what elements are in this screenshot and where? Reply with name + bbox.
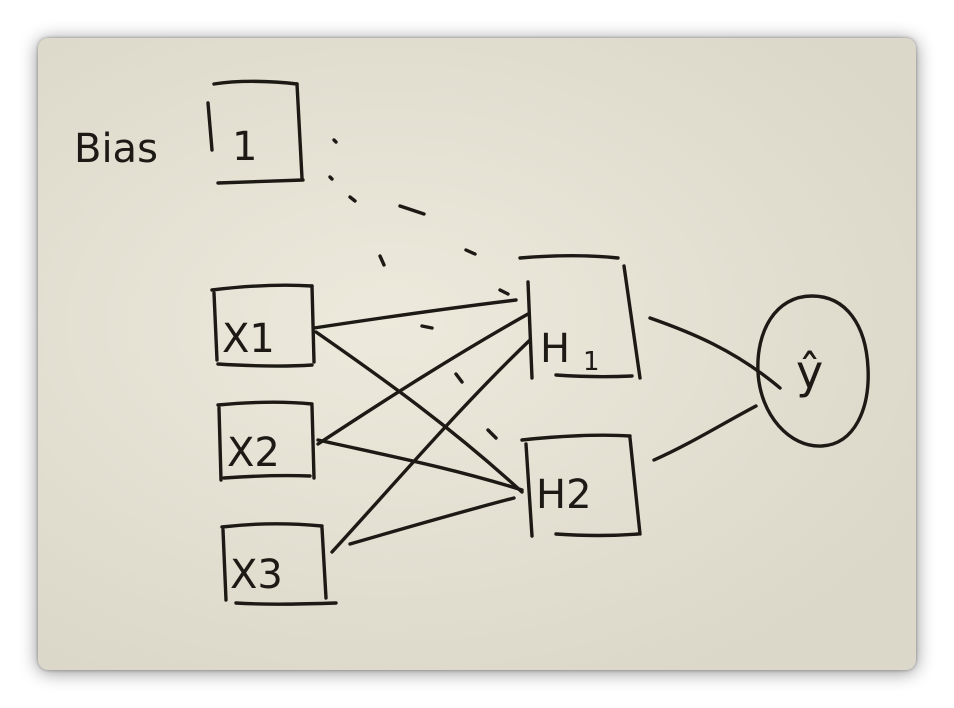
h2-label: H2 xyxy=(536,472,592,518)
h1-label: H xyxy=(540,326,570,372)
input-node-x3: X3 xyxy=(220,522,338,606)
yhat-label: ŷ xyxy=(796,345,823,399)
bias-value: 1 xyxy=(232,124,257,170)
connections-hidden-output xyxy=(648,316,782,462)
output-node-yhat: ŷ xyxy=(756,294,870,448)
bias-node: Bias 1 xyxy=(74,79,305,185)
bias-dashed-connections xyxy=(328,138,510,440)
hidden-node-h1: H 1 xyxy=(518,254,642,380)
x2-label: X2 xyxy=(227,430,280,476)
input-node-x1: X1 xyxy=(210,283,316,368)
input-node-x2: X2 xyxy=(216,400,316,482)
x1-label: X1 xyxy=(222,316,275,362)
hidden-node-h2: H2 xyxy=(520,433,642,538)
x3-label: X3 xyxy=(230,552,283,598)
h1-subscript: 1 xyxy=(583,347,600,377)
bias-word: Bias xyxy=(74,126,158,172)
connections-input-hidden xyxy=(312,298,532,554)
